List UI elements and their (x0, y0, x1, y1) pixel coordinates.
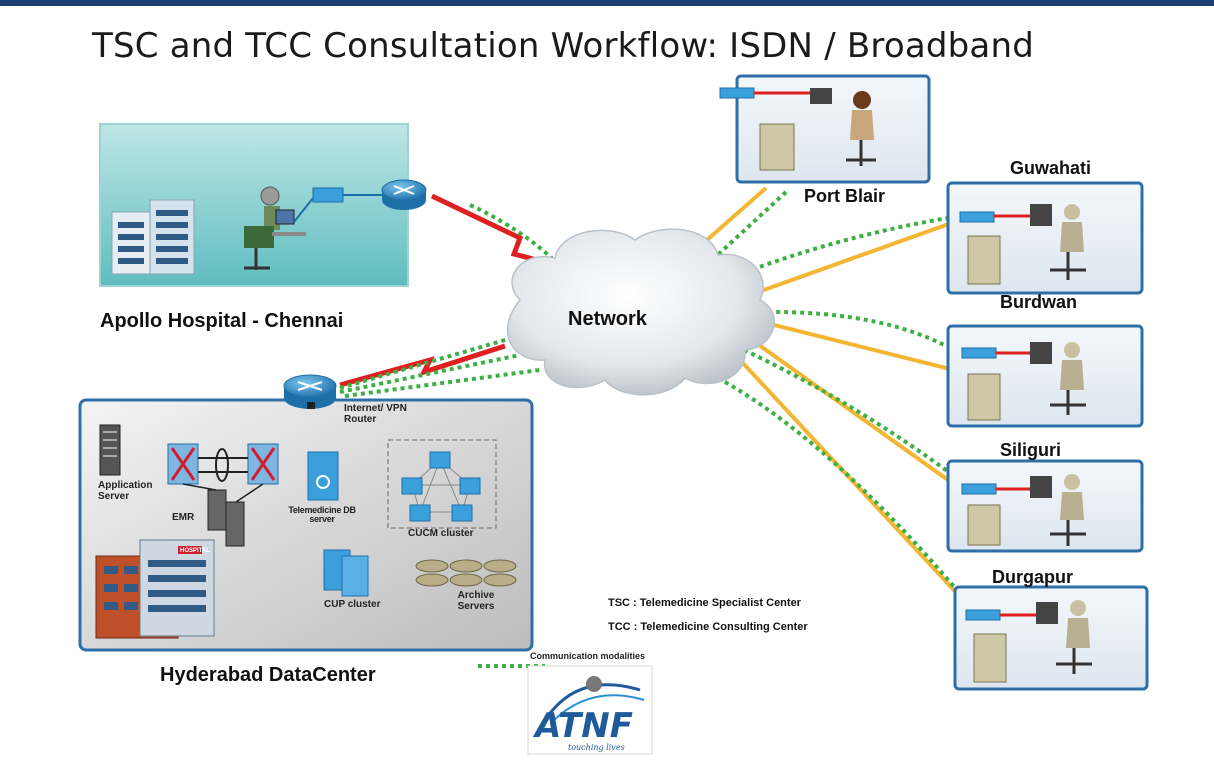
label-vpn-router: Internet/ VPN Router (344, 403, 407, 425)
cabinet-icon (967, 235, 1001, 285)
label-network: Network (568, 308, 647, 330)
label-communication-modalities: Communication modalities (530, 651, 646, 661)
svg-text:ATNF: ATNF (532, 706, 633, 746)
datacenter-hospital-building-icon (95, 539, 215, 639)
cabinet-icon (759, 123, 795, 171)
cabinet-icon (967, 504, 1001, 546)
label-guwahati: Guwahati (1010, 158, 1092, 178)
hyd-red-link (339, 343, 506, 388)
telemedicine-db-server-icon (307, 451, 339, 501)
site-panel-durgapur (953, 585, 1149, 691)
modem-icon (961, 483, 997, 495)
hospital-building-icon (111, 199, 195, 275)
label-archive-servers: Archive Servers (457, 590, 495, 612)
label-burdwan: Burdwan (1000, 292, 1078, 312)
cup-cluster-icon (323, 549, 369, 597)
hyd-green-link-2 (339, 353, 521, 394)
label-emr: EMR (172, 512, 195, 523)
modem-icon (959, 211, 995, 223)
operator-icon (1064, 474, 1080, 490)
guwahati-green-link (729, 214, 961, 280)
durgapur-green-link (717, 376, 964, 598)
monitor-icon (1036, 602, 1058, 624)
operator-icon (1070, 600, 1086, 616)
apollo-red-link (430, 193, 561, 269)
network-cloud (506, 228, 775, 396)
vpn-router-icon (283, 374, 337, 409)
modem-icon (965, 609, 1001, 621)
site-panel-siliguri (946, 459, 1144, 553)
legend-tsc: TSC : Telemedicine Specialist Center (608, 597, 801, 609)
page-title: TSC and TCC Consultation Workflow: ISDN … (92, 26, 1034, 66)
switch-icon (312, 187, 344, 203)
operator-icon (853, 91, 871, 109)
operator-icon (1064, 204, 1080, 220)
cabinet-icon (967, 373, 1001, 421)
label-cucm-cluster: CUCM cluster (408, 528, 474, 539)
hospital-sign: HOSPITAL (180, 548, 210, 554)
label-apollo-hospital: Apollo Hospital - Chennai (100, 310, 344, 332)
burdwan-yellow-link (761, 320, 963, 374)
label-durgapur: Durgapur (992, 567, 1073, 587)
application-server-icon (99, 424, 121, 476)
siliguri-yellow-link (750, 338, 964, 492)
hyd-green-link-3 (344, 368, 541, 398)
apollo-green-link (469, 203, 558, 264)
label-hyderabad-datacenter: Hyderabad DataCenter (160, 664, 376, 686)
hyd-green-link-1 (339, 336, 513, 390)
label-siliguri: Siliguri (1000, 440, 1062, 460)
emr-switches-icon (167, 443, 279, 547)
monitor-icon (1030, 476, 1052, 498)
monitor-icon (810, 88, 832, 104)
top-bar (0, 0, 1214, 6)
portblair-green-link (708, 190, 788, 264)
site-panel-guwahati (946, 181, 1144, 295)
label-application-server: Application Server (98, 480, 153, 502)
modem-icon (719, 87, 755, 99)
label-port-blair: Port Blair (804, 186, 886, 206)
doctor-workstation-icon (244, 186, 306, 270)
archive-servers-icon (415, 559, 517, 587)
guwahati-yellow-link (757, 218, 961, 294)
svg-text:touching lives: touching lives (568, 743, 625, 752)
modem-icon (961, 347, 997, 359)
apollo-router-icon (381, 179, 427, 210)
atnf-logo: ATNF touching lives (527, 665, 653, 755)
legend-tcc: TCC : Telemedicine Consulting Center (608, 621, 808, 633)
label-telemedicine-db: Telemedicine DB server (288, 505, 356, 524)
monitor-icon (1030, 342, 1052, 364)
cucm-cluster-icon (387, 439, 497, 529)
hyderabad-datacenter-panel (78, 398, 534, 652)
site-panel-port-blair (719, 74, 931, 184)
monitor-icon (1030, 204, 1052, 226)
links (339, 186, 967, 668)
operator-icon (1064, 342, 1080, 358)
apollo-hospital-panel (99, 123, 427, 287)
cabinet-icon (973, 633, 1007, 683)
site-panel-burdwan (946, 324, 1144, 428)
label-cup-cluster: CUP cluster (324, 599, 381, 610)
siliguri-green-link (743, 348, 964, 484)
